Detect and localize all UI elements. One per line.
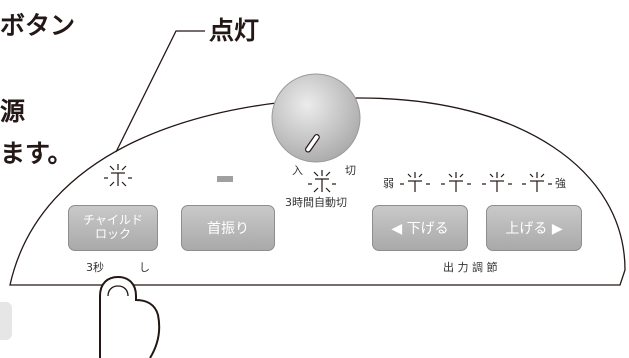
- output-up-button[interactable]: 上げる ▶: [486, 205, 582, 251]
- fingernail-icon: [107, 285, 129, 297]
- timer-indicator-lit-icon: [308, 170, 336, 193]
- output-down-button[interactable]: ◀ 下げる: [372, 205, 468, 251]
- output-level-indicators: [400, 172, 552, 192]
- output-level-3-icon: [482, 172, 512, 192]
- instruction-fragment-button: ボタン: [0, 11, 76, 40]
- swing-button[interactable]: 首振り: [181, 205, 275, 251]
- callout-lit-label: 点灯: [209, 16, 260, 45]
- strong-label: 強: [555, 177, 566, 190]
- output-level-1-icon: [400, 172, 430, 192]
- output-adjust-label: 出 力 調 節: [443, 261, 498, 274]
- pointing-finger-icon: [99, 275, 161, 358]
- output-level-2-icon: [441, 172, 471, 192]
- output-down-label: ◀ 下げる: [391, 221, 449, 237]
- instruction-fragment-source: 源: [0, 97, 26, 126]
- instruction-fragment-masu: ます。: [0, 139, 73, 168]
- swing-button-label: 首振り: [207, 221, 249, 237]
- knob-on-label: 入: [292, 164, 303, 177]
- hold-label-tail: し: [139, 261, 150, 274]
- timer-label: 3時間自動切: [285, 196, 347, 209]
- callout-leader-line: [115, 30, 205, 153]
- output-level-4-icon: [522, 172, 552, 192]
- dial-pointer: [305, 134, 320, 153]
- child-lock-button[interactable]: チャイルド ロック: [68, 205, 158, 251]
- knob-off-label: 切: [345, 164, 356, 177]
- child-lock-label-line2: ロック: [94, 227, 131, 241]
- swing-indicator-off-icon: [217, 176, 233, 182]
- hold-seconds-label: 3秒: [86, 261, 104, 274]
- child-lock-label-line1: チャイルド: [83, 213, 143, 228]
- child-lock-indicator-lit-icon: [104, 164, 132, 187]
- side-tab-box: [0, 302, 12, 340]
- dial-knob: [271, 73, 361, 163]
- output-up-label: 上げる ▶: [505, 221, 563, 237]
- weak-label: 弱: [383, 177, 394, 190]
- panel-outline: [9, 97, 626, 286]
